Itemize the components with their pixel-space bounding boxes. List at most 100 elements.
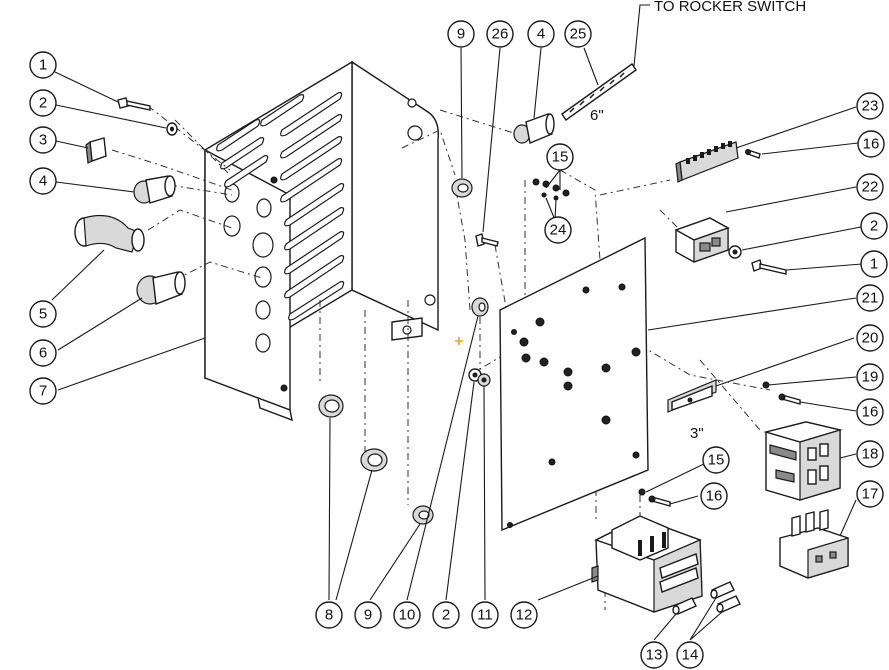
svg-text:24: 24 xyxy=(550,222,567,239)
svg-text:19: 19 xyxy=(862,369,879,386)
center-marker-icon xyxy=(455,337,463,345)
part-11-nut xyxy=(477,373,491,387)
callout-26: 26 xyxy=(486,20,514,48)
part-4-gland-top xyxy=(513,113,555,144)
callout-5: 5 xyxy=(29,300,57,328)
part-20-din-rail xyxy=(667,379,717,413)
callout-8: 8 xyxy=(315,601,343,629)
to-rocker-switch-label: TO ROCKER SWITCH xyxy=(654,0,806,15)
callout-9-top: 9 xyxy=(447,20,475,48)
part-16-screw-a xyxy=(745,149,761,159)
svg-text:25: 25 xyxy=(570,26,587,43)
svg-text:4: 4 xyxy=(537,26,545,43)
callout-9-bottom: 9 xyxy=(354,601,382,629)
part-15-screws-top xyxy=(532,178,570,201)
callout-12: 12 xyxy=(510,601,538,629)
svg-text:12: 12 xyxy=(516,607,533,624)
svg-text:3: 3 xyxy=(39,132,47,149)
callout-17: 17 xyxy=(856,480,884,508)
svg-text:4: 4 xyxy=(39,173,47,190)
callout-16-b: 16 xyxy=(856,398,884,426)
svg-text:16: 16 xyxy=(862,404,879,421)
callout-21: 21 xyxy=(856,284,884,312)
callout-23: 23 xyxy=(856,92,884,120)
part-2-washer xyxy=(166,122,178,136)
callout-2-left: 2 xyxy=(29,89,57,117)
callout-24: 24 xyxy=(544,216,572,244)
svg-text:1: 1 xyxy=(39,57,47,74)
part-8-nut-a xyxy=(318,394,344,418)
svg-text:15: 15 xyxy=(552,149,569,166)
callout-1-right: 1 xyxy=(860,250,888,278)
svg-text:14: 14 xyxy=(682,647,699,664)
callout-4-top: 4 xyxy=(527,20,555,48)
svg-text:6: 6 xyxy=(39,345,47,362)
callout-25: 25 xyxy=(564,20,592,48)
part-12-transformer xyxy=(591,515,703,613)
callout-13: 13 xyxy=(640,641,668,669)
svg-text:21: 21 xyxy=(862,290,879,307)
part-22-relay-socket xyxy=(674,217,730,263)
svg-text:2: 2 xyxy=(442,607,450,624)
callout-15-top: 15 xyxy=(546,143,574,171)
part-16-screw-c xyxy=(648,495,671,507)
svg-text:18: 18 xyxy=(862,446,879,463)
dimension-6in-label: 6" xyxy=(590,107,604,124)
part-1-screw-right xyxy=(751,259,787,275)
svg-text:10: 10 xyxy=(399,607,416,624)
part-5-elbow-conduit xyxy=(74,215,145,253)
callout-7: 7 xyxy=(29,377,57,405)
part-6-large-gland xyxy=(136,271,186,305)
svg-text:1: 1 xyxy=(870,256,878,273)
svg-text:5: 5 xyxy=(39,306,47,323)
svg-text:2: 2 xyxy=(870,218,878,235)
callout-1-left: 1 xyxy=(29,51,57,79)
part-18-contactor xyxy=(763,421,843,501)
callout-16-c: 16 xyxy=(700,482,728,510)
part-10-spacer xyxy=(471,297,489,317)
callout-4-left: 4 xyxy=(29,167,57,195)
part-1-screw xyxy=(117,97,151,111)
part-25-wire xyxy=(561,4,650,121)
callout-2-right: 2 xyxy=(860,212,888,240)
svg-text:20: 20 xyxy=(862,330,879,347)
part-17-overload-relay xyxy=(779,509,849,579)
svg-text:9: 9 xyxy=(364,607,372,624)
svg-text:23: 23 xyxy=(862,98,879,115)
svg-text:7: 7 xyxy=(39,383,47,400)
part-8-nut-b xyxy=(360,448,388,472)
part-2-washer-right xyxy=(728,245,742,259)
svg-text:8: 8 xyxy=(325,607,333,624)
part-9-nut-top xyxy=(451,178,473,198)
part-21-back-plate xyxy=(499,236,649,532)
svg-text:16: 16 xyxy=(863,136,880,153)
callout-16-a: 16 xyxy=(857,130,885,158)
callout-2-bottom: 2 xyxy=(432,601,460,629)
callout-20: 20 xyxy=(856,324,884,352)
callout-22: 22 xyxy=(856,173,884,201)
part-14-fuse-a xyxy=(710,581,735,599)
enclosure-box xyxy=(204,60,439,422)
svg-text:22: 22 xyxy=(862,179,879,196)
callout-14: 14 xyxy=(676,641,704,669)
callout-10: 10 xyxy=(393,601,421,629)
svg-text:11: 11 xyxy=(477,607,493,624)
svg-text:17: 17 xyxy=(862,486,879,503)
part-9-nut-bottom xyxy=(412,505,434,525)
part-16-screw-b xyxy=(778,393,801,405)
svg-text:26: 26 xyxy=(492,26,509,43)
dimension-3in-label: 3" xyxy=(690,425,704,442)
svg-text:2: 2 xyxy=(39,95,47,112)
callout-19: 19 xyxy=(856,363,884,391)
svg-text:13: 13 xyxy=(646,647,663,664)
callout-3-left: 3 xyxy=(29,126,57,154)
svg-text:16: 16 xyxy=(706,488,723,505)
svg-text:9: 9 xyxy=(457,26,465,43)
part-4-cable-gland xyxy=(133,175,176,204)
part-14-fuse-b xyxy=(716,595,741,613)
callout-6: 6 xyxy=(29,339,57,367)
part-23-terminal-block xyxy=(675,141,739,183)
callout-18: 18 xyxy=(856,440,884,468)
part-3-bracket xyxy=(85,137,107,164)
